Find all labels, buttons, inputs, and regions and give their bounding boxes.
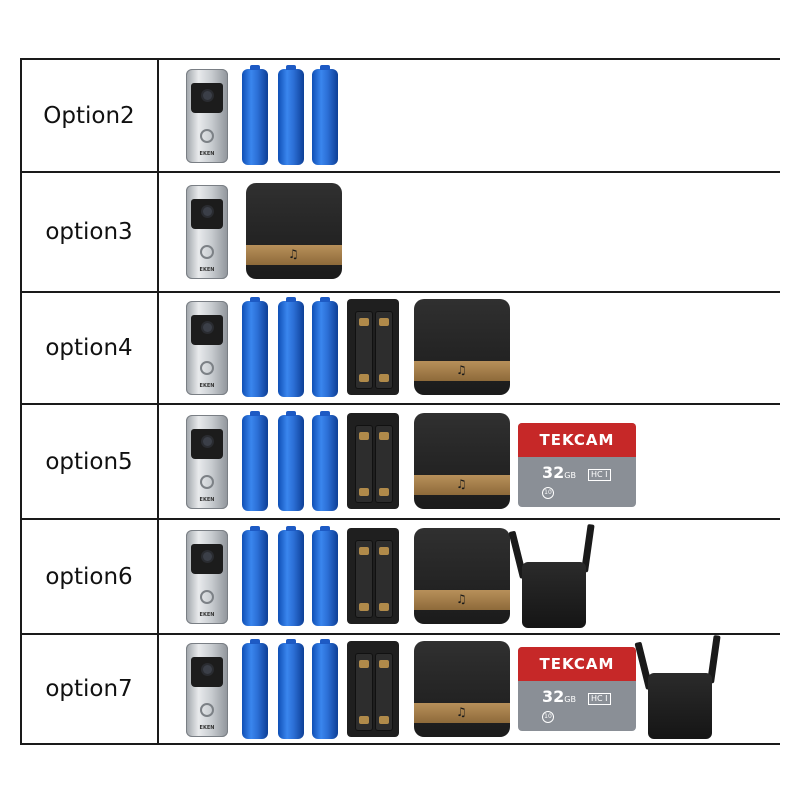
battery-image (312, 411, 338, 511)
sd-card-brand: TEKCAM (518, 647, 636, 681)
chime-receiver-image: ♫ (414, 528, 510, 624)
video-doorbell-image: EKEN (186, 301, 228, 395)
battery-image (312, 526, 338, 626)
table-row: option7 EKEN ♫ TEKCAM 32GB HC I 10 (20, 634, 780, 743)
battery-image (242, 297, 268, 397)
video-doorbell-image: EKEN (186, 643, 228, 737)
row-divider (20, 633, 780, 635)
video-doorbell-image: EKEN (186, 530, 228, 624)
option-label: option7 (45, 676, 133, 702)
video-doorbell-image: EKEN (186, 69, 228, 163)
chime-receiver-image: ♫ (414, 641, 510, 737)
sd-card-image: TEKCAM 32GB HC I 10 (518, 647, 636, 731)
column-divider (157, 58, 159, 745)
table-row: Option2 EKEN (20, 60, 780, 171)
sd-card-brand: TEKCAM (518, 423, 636, 457)
option-label: option3 (45, 219, 133, 245)
row-divider (20, 403, 780, 405)
wifi-repeater-image (634, 634, 721, 739)
video-doorbell-image: EKEN (186, 415, 228, 509)
battery-image (278, 526, 304, 626)
chime-receiver-image: ♫ (414, 413, 510, 509)
battery-charger-image (347, 641, 399, 737)
battery-image (312, 297, 338, 397)
row-divider (20, 291, 780, 293)
chime-receiver-image: ♫ (414, 299, 510, 395)
battery-charger-image (347, 299, 399, 395)
table-row: option5 EKEN ♫ TEKCAM 32GB HC I 10 (20, 405, 780, 518)
battery-image (278, 65, 304, 165)
video-doorbell-image: EKEN (186, 185, 228, 279)
battery-image (312, 65, 338, 165)
table-row: option4 EKEN ♫ (20, 293, 780, 403)
battery-image (312, 639, 338, 739)
wifi-repeater-image (508, 523, 595, 628)
sd-card-image: TEKCAM 32GB HC I 10 (518, 423, 636, 507)
row-divider (20, 171, 780, 173)
battery-image (278, 411, 304, 511)
table-border-top (20, 58, 780, 60)
option-label: option6 (45, 563, 133, 590)
table-border-left (20, 58, 22, 745)
table-border-bottom (20, 743, 780, 745)
chime-receiver-image: ♫ (246, 183, 342, 279)
battery-image (242, 411, 268, 511)
battery-image (242, 65, 268, 165)
row-divider (20, 518, 780, 520)
battery-image (278, 639, 304, 739)
battery-image (278, 297, 304, 397)
battery-charger-image (347, 528, 399, 624)
battery-image (242, 526, 268, 626)
table-row: option3 EKEN ♫ (20, 173, 780, 291)
battery-charger-image (347, 413, 399, 509)
battery-image (242, 639, 268, 739)
option-label: option4 (45, 335, 133, 361)
option-label: Option2 (43, 102, 135, 129)
table-row: option6 EKEN ♫ (20, 520, 780, 633)
option-label: option5 (45, 448, 133, 475)
